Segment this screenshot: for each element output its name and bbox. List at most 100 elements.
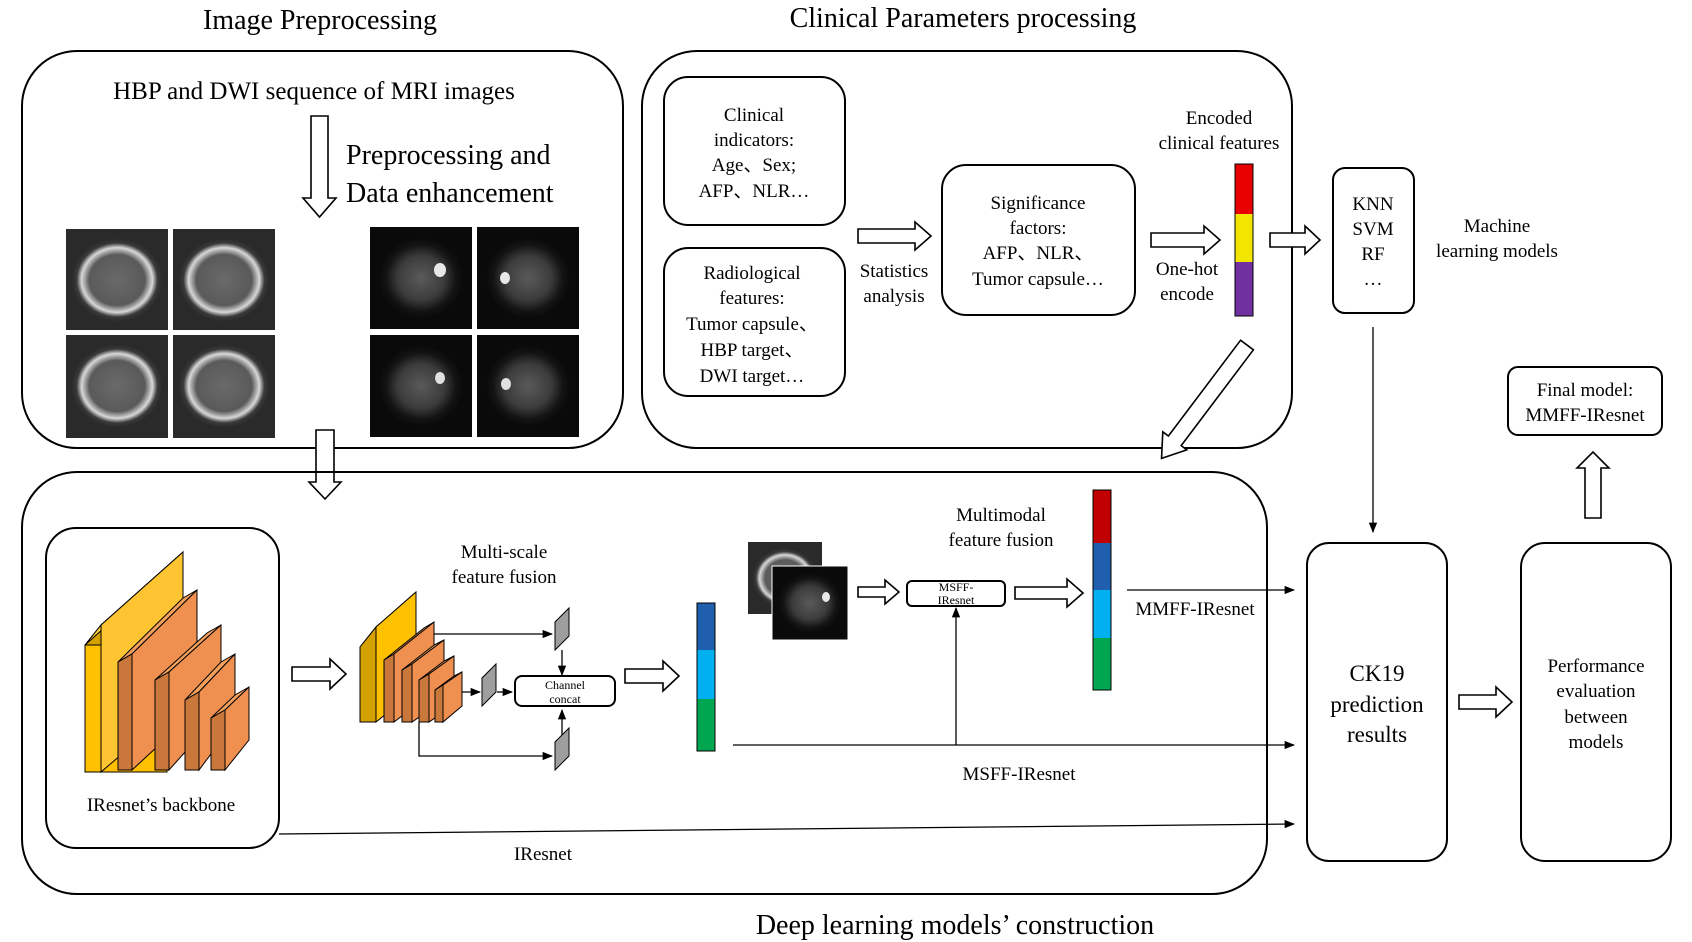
statistics-analysis-line: analysis: [863, 286, 924, 307]
image-preprocessing-title: Image Preprocessing: [203, 5, 437, 36]
encoded-features-line: clinical features: [1159, 133, 1280, 154]
deep-learning-title: Deep learning models’ construction: [756, 910, 1154, 941]
channel-concat-line: Channel: [545, 678, 586, 692]
multiscale-connector: [418, 722, 554, 761]
radiological-features-line: Radiological: [703, 263, 800, 284]
clinical-indicators-line: Age、Sex;: [712, 155, 796, 176]
ck19-results-box: [1306, 542, 1448, 862]
multimodal-segment-blue: [1093, 543, 1111, 590]
significance-factors-line: Significance: [991, 193, 1086, 214]
clinical-processing-title: Clinical Parameters processing: [790, 3, 1137, 34]
significance-factors-line: AFP、NLR、: [983, 243, 1094, 264]
significance-factors-line: Tumor capsule…: [972, 269, 1104, 290]
clinical-indicators-box: [663, 76, 846, 226]
multimodal-segment-cyan: [1093, 590, 1111, 638]
one-hot-line: encode: [1160, 284, 1214, 305]
radiological-features-line: DWI target…: [700, 366, 805, 387]
iresnet-route-label: IResnet: [514, 844, 573, 865]
msff-box-line: MSFF-: [939, 580, 974, 594]
ml-models-box: [1332, 167, 1415, 314]
msff-iresnet-box: [906, 580, 1006, 607]
multiscale-line: Multi-scale: [461, 542, 548, 563]
ml-label-line: learning models: [1436, 241, 1558, 262]
radiological-features-box: [663, 247, 846, 397]
mri-thumbnails: [748, 542, 849, 641]
clinical-indicators-line: indicators:: [714, 130, 794, 151]
down-arrow-icon: [301, 115, 338, 219]
backbone-layers: [84, 550, 250, 774]
final-model-box: [1507, 366, 1663, 436]
multimodal-segment-red: [1093, 490, 1111, 543]
encoded-segment-red: [1235, 164, 1253, 214]
clinical-panel: [641, 50, 1293, 449]
backbone-label: IResnet’s backbone: [87, 795, 235, 816]
deep-learning-panel: [21, 471, 1268, 895]
performance-box: [1520, 542, 1672, 862]
channel-concat-box: [514, 675, 616, 707]
fused-feature-vector: [696, 602, 716, 752]
final-model-line: MMFF-IResnet: [1525, 405, 1645, 426]
encoded-to-fusion-arrow-icon: [1160, 339, 1255, 460]
significance-factors-box: [941, 164, 1136, 316]
encoded-segment-yellow: [1235, 214, 1253, 262]
encoded-feature-vector: [1234, 163, 1254, 317]
performance-line: Performance: [1547, 656, 1644, 677]
results-line: results: [1347, 722, 1407, 747]
to-final-model-arrow-icon: [1575, 450, 1611, 519]
concat-to-vector-arrow-icon: [624, 659, 681, 693]
results-line: CK19: [1350, 661, 1405, 686]
multimodal-segment-green: [1093, 638, 1111, 690]
preprocess-to-dl-arrow-icon: [307, 429, 343, 501]
encoded-features-line: Encoded: [1186, 108, 1253, 129]
preprocessing-label-line1: Preprocessing and: [346, 140, 551, 171]
to-statistics-arrow-icon: [857, 220, 933, 252]
fused-segment-green: [697, 699, 715, 751]
statistics-analysis-line: Statistics: [860, 261, 929, 282]
performance-line: models: [1569, 732, 1624, 753]
radiological-features-line: Tumor capsule、: [686, 314, 818, 335]
radiological-features-line: HBP target、: [701, 340, 804, 361]
encoded-segment-purple: [1235, 262, 1253, 316]
performance-line: evaluation: [1556, 681, 1636, 702]
backbone-to-multiscale-arrow-icon: [291, 657, 348, 691]
to-onehot-arrow-icon: [1150, 224, 1222, 256]
msff-route-label: MSFF-IResnet: [963, 764, 1077, 785]
ml-model-item: SVM: [1352, 219, 1393, 240]
ml-model-item: RF: [1361, 244, 1384, 265]
multimodal-line: feature fusion: [949, 530, 1054, 551]
hbp-image-grid: [66, 229, 275, 438]
pool-block-top: [554, 606, 570, 652]
pool-block-middle: [481, 662, 497, 708]
ml-label-line: Machine: [1464, 216, 1530, 237]
dwi-image-grid: [370, 227, 579, 437]
mmff-route-label: MMFF-IResnet: [1135, 599, 1255, 620]
pool-block-bottom: [554, 726, 570, 772]
multimodal-feature-vector: [1092, 489, 1112, 691]
multiscale-line: feature fusion: [452, 567, 557, 588]
backbone-box: [45, 527, 280, 849]
results-line: prediction: [1330, 692, 1424, 717]
msff-box-line: IResnet: [938, 593, 975, 607]
preprocessing-label-line2: Data enhancement: [346, 178, 554, 209]
multiscale-layers: [359, 590, 463, 724]
clinical-indicators-line: AFP、NLR…: [699, 181, 810, 202]
to-ml-arrow-icon: [1269, 224, 1322, 256]
radiological-features-line: features:: [719, 288, 784, 309]
ml-model-item: KNN: [1352, 194, 1393, 215]
performance-line: between: [1564, 707, 1628, 728]
significance-factors-line: factors:: [1010, 218, 1067, 239]
sequence-title: HBP and DWI sequence of MRI images: [113, 78, 515, 105]
thumb-to-msff-arrow-icon: [857, 578, 901, 606]
ml-model-item: …: [1364, 269, 1383, 290]
channel-concat-line: concat: [549, 692, 581, 706]
msff-to-multimodal-arrow-icon: [1014, 577, 1085, 609]
multimodal-line: Multimodal: [956, 505, 1046, 526]
fused-segment-blue: [697, 603, 715, 650]
one-hot-line: One-hot: [1156, 259, 1219, 280]
results-to-performance-arrow-icon: [1458, 685, 1514, 719]
final-model-line: Final model:: [1537, 380, 1634, 401]
iresnet-route-arrow: [278, 819, 1296, 835]
fused-segment-cyan: [697, 650, 715, 699]
clinical-indicators-line: Clinical: [724, 105, 784, 126]
